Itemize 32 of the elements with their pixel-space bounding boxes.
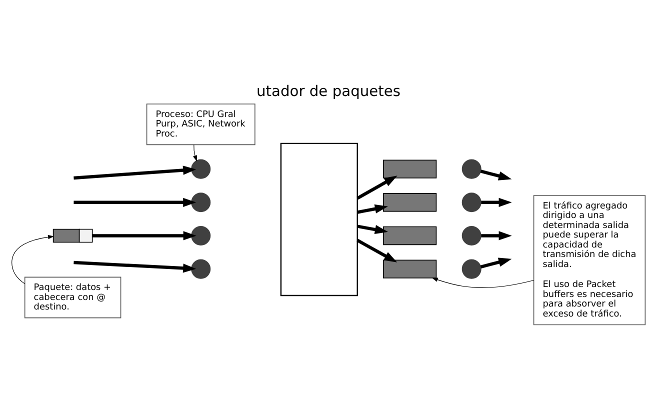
node-box: Paquete: datos + cabecera con @ destino. [24,276,122,318]
node-circle [191,259,211,279]
node-circle [191,226,211,246]
node-box: Proceso: CPU Gral Purp, ASIC, Network Proc. [146,104,256,146]
arrow [480,258,512,268]
arrow [481,198,512,207]
node-circle [462,192,482,212]
arrow [192,144,197,162]
arrow [74,260,196,273]
node-circle [462,159,482,179]
node-bar [382,193,437,212]
node-circle [462,259,482,279]
node-box [280,142,358,296]
arrow [356,238,398,262]
arrow [74,166,196,180]
arrow [357,224,388,234]
arrow [432,278,534,288]
arrow [74,198,196,207]
arrow [357,204,388,214]
arrow [92,231,196,240]
node-bar [382,260,437,278]
arrow [356,176,398,200]
node-circle [191,192,211,212]
node-bar [382,226,437,246]
node-circle [462,226,482,246]
node-circle [191,159,211,179]
node-box: El tráfico agregado dirigido a una determinada salida puede superar la capacidad de transmisión de dicha salida. El uso de Packet buffers es necesario para absorver el exceso de tráfico. [533,195,646,326]
arrow [480,170,512,180]
diagram-title: utador de paquetes [256,83,400,100]
arrow [481,231,512,240]
arrow [12,234,54,284]
node-bar [382,160,437,178]
